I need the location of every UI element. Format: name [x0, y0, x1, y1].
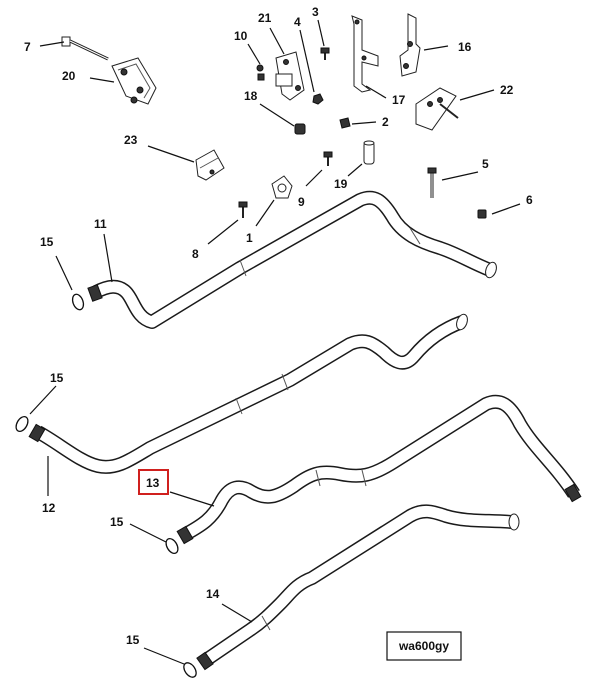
- highlight-box: [138, 469, 169, 495]
- callout-15d: 15: [126, 633, 140, 647]
- bracket-part-17: [351, 15, 379, 93]
- nut-part-2: [339, 117, 351, 129]
- callout-9: 9: [298, 195, 305, 209]
- callout-15c: 15: [110, 515, 124, 529]
- oring-part-15d: [183, 662, 197, 678]
- nut-part-4: [312, 93, 324, 105]
- tube-part-14: [196, 504, 520, 671]
- clip-part-1: [271, 175, 293, 199]
- bolt-part-7: [61, 36, 109, 61]
- callout-23: 23: [124, 133, 138, 147]
- callout-15a: 15: [40, 235, 54, 249]
- mount-plate-part-21: [275, 51, 305, 101]
- oring-part-15a: [71, 293, 85, 311]
- callout-10: 10: [234, 29, 248, 43]
- callout-17: 17: [392, 93, 406, 107]
- bracket-part-20: [111, 57, 157, 105]
- callout-3: 3: [312, 5, 319, 19]
- nut-part-6: [477, 209, 487, 219]
- tube-part-13: [176, 394, 582, 545]
- clamp-part-23: [195, 149, 225, 181]
- callout-21: 21: [258, 11, 272, 25]
- callout-5: 5: [482, 157, 489, 171]
- leader-lines: [29, 19, 521, 665]
- callout-4: 4: [294, 15, 301, 29]
- callout-16: 16: [458, 40, 472, 54]
- oring-part-15b: [15, 415, 29, 433]
- bracket-part-16: [399, 13, 421, 77]
- callout-6: 6: [526, 193, 533, 207]
- tube-part-11: [87, 190, 497, 329]
- callout-13: 13: [146, 476, 160, 490]
- bolt-part-5: [427, 167, 437, 198]
- spacer-part-19: [363, 140, 375, 165]
- plate-part-22: [415, 87, 459, 131]
- reference-box: wa600gy: [386, 631, 462, 661]
- callout-15b: 15: [50, 371, 64, 385]
- callout-7: 7: [24, 40, 31, 54]
- callout-19: 19: [334, 177, 348, 191]
- callout-12: 12: [42, 501, 56, 515]
- tube-part-12: [28, 313, 468, 474]
- screw-part-8: [238, 201, 248, 218]
- callout-8: 8: [192, 247, 199, 261]
- callout-20: 20: [62, 69, 76, 83]
- callout-11: 11: [94, 217, 107, 231]
- callout-22: 22: [500, 83, 514, 97]
- callout-2: 2: [382, 115, 389, 129]
- callout-18: 18: [244, 89, 258, 103]
- reference-code: wa600gy: [398, 639, 449, 653]
- oring-part-15c: [165, 537, 179, 555]
- callout-14: 14: [206, 587, 220, 601]
- callout-1: 1: [246, 231, 253, 245]
- screw-part-9: [323, 151, 333, 166]
- nut-part-18: [294, 123, 306, 135]
- screw-part-10: [256, 64, 265, 81]
- screw-part-3: [320, 47, 330, 60]
